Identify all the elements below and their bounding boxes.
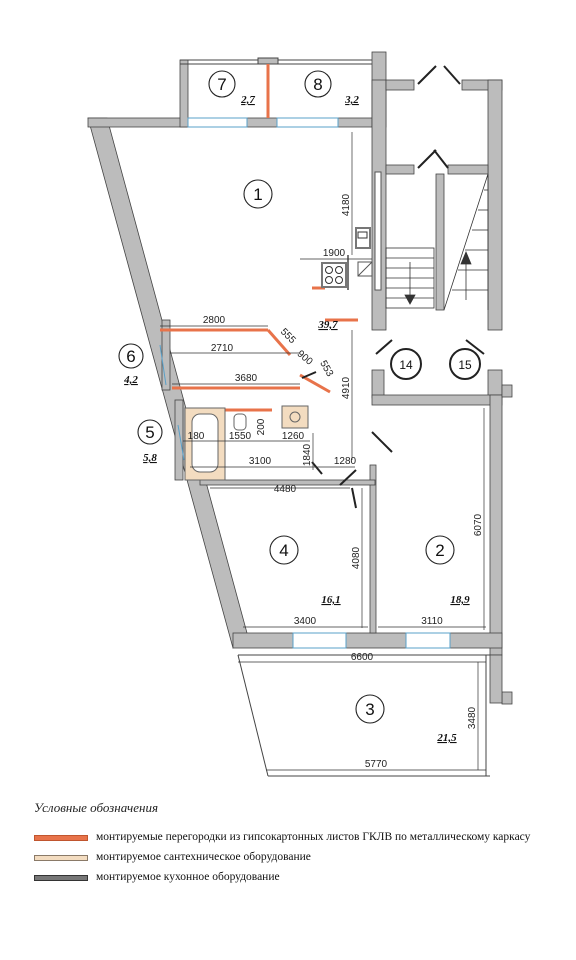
room-8-number: 8 <box>313 75 322 94</box>
balcony-3-outline <box>237 654 490 777</box>
room-8-label: 8 3,2 <box>304 70 359 106</box>
dim-6600: 6600 <box>351 652 374 663</box>
partition-4-2 <box>369 464 377 634</box>
room-1-number: 1 <box>253 185 262 204</box>
stair-top-1 <box>385 79 415 91</box>
stair-mid-1 <box>385 164 415 175</box>
dim-1840: 1840 <box>302 443 313 466</box>
dim-1900: 1900 <box>323 248 346 259</box>
stair-divider <box>435 173 445 311</box>
top-wall-left <box>87 117 189 128</box>
dimension-lines <box>160 132 486 771</box>
room-1-label: 1 39,7 <box>243 179 338 331</box>
swatch-kitchen <box>34 875 88 881</box>
dim-6070: 6070 <box>473 513 484 536</box>
room-2-area: 18,9 <box>450 594 470 606</box>
swatch-partitions <box>34 835 88 841</box>
top-pillar <box>246 117 278 128</box>
plumbing <box>184 405 309 481</box>
stair-wall-right <box>487 79 503 331</box>
dim-1260: 1260 <box>282 431 305 442</box>
walls <box>87 51 513 705</box>
stair-15-label: 15 <box>449 348 481 380</box>
room-2-label: 2 18,9 <box>425 535 470 606</box>
room-3-area: 21,5 <box>436 732 457 744</box>
legend-text-partitions: монтируемые перегородки из гипсокартонны… <box>96 831 531 843</box>
dim-200: 200 <box>256 418 267 435</box>
legend-item-partitions: монтируемые перегородки из гипсокартонны… <box>34 830 554 844</box>
dim-4080: 4080 <box>351 546 362 569</box>
balcony-left-wall <box>179 59 189 128</box>
room-4-label: 4 16,1 <box>269 535 341 606</box>
room-8-area: 3,2 <box>344 94 359 106</box>
corridor-wall <box>199 479 376 486</box>
dim-4480: 4480 <box>274 484 297 495</box>
legend-item-kitchen: монтируемое кухонное оборудование <box>34 870 554 884</box>
stairs <box>385 173 489 311</box>
dim-3100: 3100 <box>249 456 272 467</box>
swatch-plumbing <box>34 855 88 861</box>
dim-3680: 3680 <box>235 373 258 384</box>
room-1-area: 39,7 <box>317 319 338 331</box>
room-2-number: 2 <box>435 541 444 560</box>
room-6-area: 4,2 <box>123 374 138 386</box>
dim-1280: 1280 <box>334 456 357 467</box>
bottom-wall-1 <box>232 632 294 649</box>
legend-item-plumbing: монтируемое сантехническое оборудование <box>34 850 554 864</box>
room3-right-wall <box>489 654 503 704</box>
stair-lower-right <box>487 369 503 399</box>
room-7-area: 2,7 <box>240 94 255 106</box>
dim-3480: 3480 <box>467 706 478 729</box>
room-5-area: 5,8 <box>143 452 157 464</box>
room-3-label: 3 21,5 <box>355 694 457 744</box>
dim-4180: 4180 <box>341 193 352 216</box>
dim-2800: 2800 <box>203 315 226 326</box>
bottom-wall-2 <box>345 632 407 649</box>
stair-14-number: 14 <box>399 358 413 372</box>
kitchen <box>321 171 382 291</box>
room2-right-wall <box>489 394 503 656</box>
ext-stub-1 <box>501 384 513 398</box>
room2-top-wall <box>371 394 503 406</box>
legend-title: Условные обозначения <box>34 800 158 815</box>
dim-900: 900 <box>295 349 315 368</box>
bottom-wall-3 <box>449 632 503 649</box>
room-4-area: 16,1 <box>321 594 340 606</box>
dim-3110: 3110 <box>421 616 443 627</box>
dim-553: 553 <box>317 359 335 379</box>
room-6-label: 6 4,2 <box>118 343 144 386</box>
room-6-number: 6 <box>126 347 135 366</box>
stair-15-number: 15 <box>458 358 472 372</box>
room-5-label: 5 5,8 <box>137 419 163 464</box>
dim-5770: 5770 <box>365 759 388 770</box>
dimension-labels: 4180 1900 2800 555 900 553 2710 3680 491… <box>188 193 484 770</box>
ext-stub-2 <box>501 691 513 705</box>
room-labels: 7 2,7 8 3,2 1 39,7 6 4,2 5 5,8 4 16,1 <box>118 70 481 744</box>
floor-plan: 7 2,7 8 3,2 1 39,7 6 4,2 5 5,8 4 16,1 <box>87 51 513 777</box>
dim-3400: 3400 <box>294 616 317 627</box>
stair-lower-left <box>371 369 385 399</box>
dim-1550: 1550 <box>229 431 252 442</box>
legend-text-plumbing: монтируемое сантехническое оборудование <box>96 851 311 863</box>
dim-2710: 2710 <box>211 343 234 354</box>
room-7-label: 7 2,7 <box>208 70 255 106</box>
legend-text-kitchen: монтируемое кухонное оборудование <box>96 871 280 883</box>
room-7-number: 7 <box>217 75 226 94</box>
balcony-outline <box>180 57 372 65</box>
stair-mid-2 <box>447 164 489 175</box>
room-4-number: 4 <box>279 541 288 560</box>
partitions <box>160 286 358 412</box>
dim-180: 180 <box>188 431 205 442</box>
stair-14-label: 14 <box>390 348 422 380</box>
dim-4910: 4910 <box>341 376 352 399</box>
room-3-number: 3 <box>365 700 374 719</box>
room-5-number: 5 <box>145 423 154 442</box>
top-wall-right <box>337 117 373 128</box>
bath-wall <box>174 399 184 481</box>
windows <box>159 117 451 649</box>
legend: Условные обозначения монтируемые перегор… <box>34 800 554 890</box>
doors <box>301 65 485 509</box>
